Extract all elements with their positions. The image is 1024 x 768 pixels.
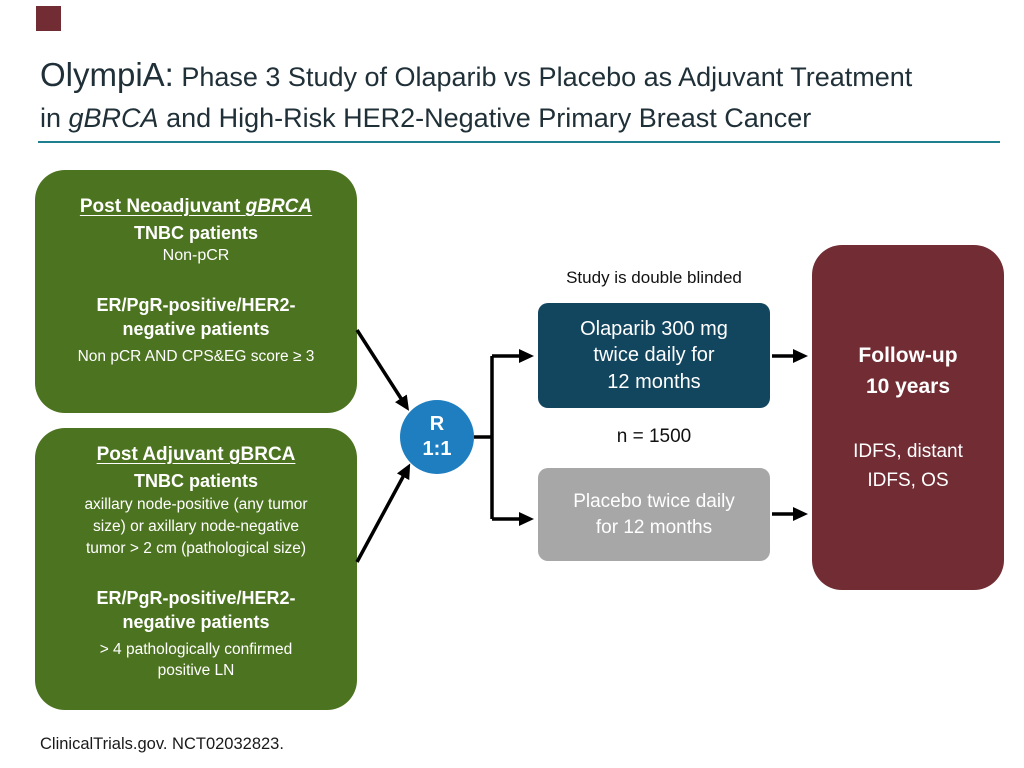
- neoadjuvant-cohort-box: Post Neoadjuvant gBRCA TNBC patients Non…: [35, 170, 357, 413]
- title-divider: [38, 141, 1000, 143]
- placebo-arm-label: Placebo twice daily for 12 months: [573, 491, 735, 538]
- neoadjuvant-heading-text: Post Neoadjuvant: [79, 196, 246, 217]
- neoadjuvant-heading: Post Neoadjuvant gBRCA: [47, 196, 345, 218]
- adjuvant-subheading: TNBC patients: [133, 471, 258, 491]
- slide-title: OlympiA: Phase 3 Study of Olaparib vs Pl…: [40, 52, 1008, 137]
- title-line1: Phase 3 Study of Olaparib vs Placebo as …: [173, 62, 913, 92]
- neoadjuvant-line: Non-pCR: [162, 247, 230, 264]
- adjuvant-cohort-box: Post Adjuvant gBRCA TNBC patients axilla…: [35, 428, 357, 710]
- placebo-arm-box: Placebo twice daily for 12 months: [538, 468, 770, 561]
- followup-heading: Follow-up 10 years: [858, 343, 958, 399]
- neoadjuvant-subheading: TNBC patients: [133, 223, 258, 243]
- followup-box: Follow-up 10 years IDFS, distant IDFS, O…: [812, 245, 1004, 590]
- title-line2-pre: in: [40, 102, 69, 133]
- neoadjuvant-er-line: Non pCR AND CPS&EG score ≥ 3: [77, 347, 315, 365]
- connector-randomization-split: [474, 356, 494, 519]
- corner-accent-square: [36, 6, 61, 31]
- arrow-neoadjuvant-to-randomization: [355, 329, 410, 411]
- clinicaltrials-footnote: ClinicalTrials.gov. NCT02032823.: [40, 735, 284, 753]
- adjuvant-body: axillary node-positive (any tumor size) …: [84, 496, 308, 557]
- sample-size-note: n = 1500: [616, 426, 692, 447]
- olaparib-arm-box: Olaparib 300 mg twice daily for 12 month…: [538, 303, 770, 408]
- neoadjuvant-er-heading: ER/PgR-positive/HER2- negative patients: [96, 295, 296, 340]
- title-gene: gBRCA: [68, 102, 159, 133]
- randomization-letter: R: [429, 413, 445, 435]
- title-lead: OlympiA:: [40, 56, 174, 93]
- title-line2-post: and High-Risk HER2-Negative Primary Brea…: [158, 102, 812, 133]
- olaparib-arm-label: Olaparib 300 mg twice daily for 12 month…: [580, 317, 728, 393]
- adjuvant-er-heading: ER/PgR-positive/HER2- negative patients: [96, 588, 296, 633]
- randomization-ratio: 1:1: [422, 438, 452, 460]
- neoadjuvant-heading-gene: gBRCA: [245, 196, 313, 217]
- blinding-note: Study is double blinded: [566, 268, 742, 287]
- randomization-node: R 1:1: [400, 400, 474, 474]
- adjuvant-heading: Post Adjuvant gBRCA: [96, 444, 296, 465]
- adjuvant-er-line: > 4 pathologically confirmed positive LN: [99, 640, 293, 680]
- arrow-adjuvant-to-randomization: [355, 463, 411, 563]
- followup-endpoints: IDFS, distant IDFS, OS: [853, 440, 963, 491]
